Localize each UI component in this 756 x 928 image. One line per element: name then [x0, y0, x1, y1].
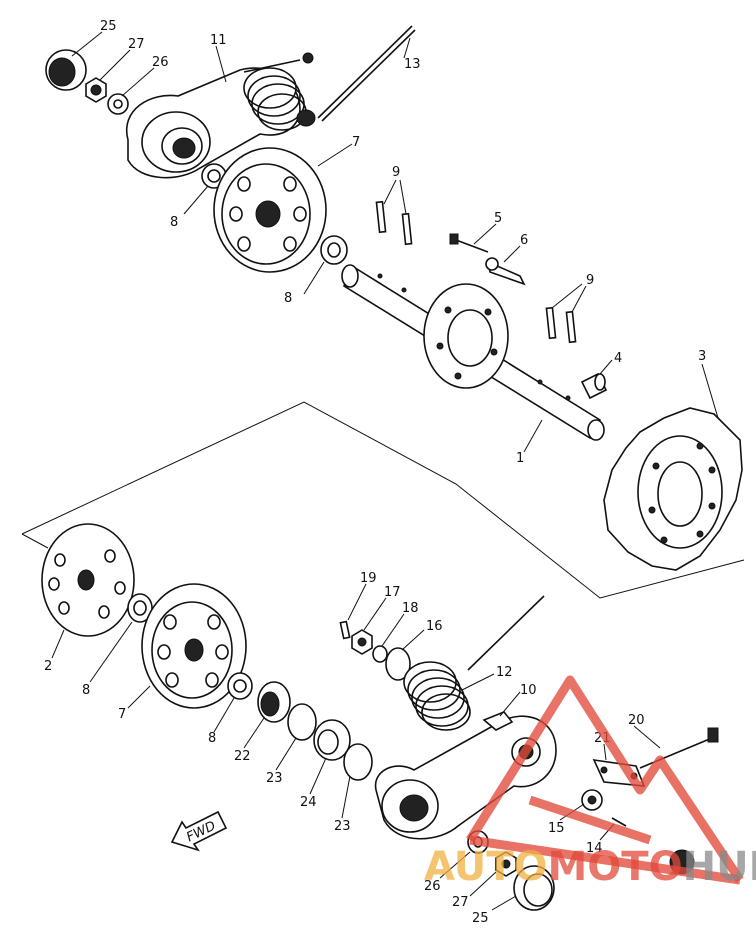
label-13: 13: [404, 57, 421, 72]
part-25-cap-upper: [45, 49, 87, 91]
label-27-lower: 27: [452, 895, 469, 910]
part-14-stud: [611, 817, 627, 827]
label-2: 2: [44, 659, 52, 674]
part-12-spring: [403, 595, 545, 731]
part-8-washer-d: [227, 672, 253, 700]
label-12: 12: [496, 665, 513, 680]
label-5: 5: [494, 211, 502, 226]
label-20: 20: [628, 713, 645, 728]
label-23-a: 23: [266, 771, 283, 786]
label-17: 17: [384, 585, 401, 600]
part-3-sprocket: [603, 407, 743, 571]
watermark-brand-moto: MOTO: [548, 844, 683, 890]
label-23-b: 23: [334, 819, 351, 834]
label-25-upper: 25: [100, 19, 117, 34]
label-26-lower: 26: [424, 879, 441, 894]
label-8-b: 8: [284, 291, 292, 306]
watermark-brand-auto: AUTO: [424, 844, 548, 890]
label-6: 6: [520, 233, 528, 248]
part-19-pin: [339, 620, 351, 640]
part-20-bolt: [639, 727, 719, 769]
part-9-pins-lower: [545, 306, 577, 344]
label-1: 1: [516, 451, 524, 466]
part-22-bearing: [257, 681, 291, 723]
part-26-washer-upper: [107, 93, 129, 115]
label-14: 14: [586, 841, 603, 856]
label-8-d: 8: [208, 731, 216, 746]
part-11-upper-arm: [125, 52, 316, 179]
label-27-upper: 27: [128, 37, 145, 52]
part-5-bolt: [449, 233, 489, 253]
label-22: 22: [234, 749, 251, 764]
label-9-upper: 9: [392, 165, 400, 180]
label-26-upper: 26: [152, 55, 169, 70]
label-7-lower: 7: [118, 707, 126, 722]
part-hub-disc: [423, 283, 509, 389]
part-8-washer-b: [320, 235, 348, 265]
label-9-lower: 9: [586, 273, 594, 288]
label-3: 3: [698, 349, 706, 364]
label-18: 18: [402, 601, 419, 616]
fwd-arrow: FWD: [170, 810, 228, 852]
label-8-a: 8: [170, 215, 178, 230]
part-4-collar: [580, 372, 608, 400]
label-7-upper: 7: [352, 135, 360, 150]
part-7-wheel-lower: [141, 583, 247, 709]
part-6-link: [485, 257, 526, 286]
label-4: 4: [614, 351, 622, 366]
watermark-logo: AUTOMOTOHUB: [424, 675, 756, 890]
part-24-bearing: [313, 719, 351, 761]
watermark-brand-hub: HUB: [683, 844, 756, 890]
label-24: 24: [300, 795, 317, 810]
part-2-plate: [41, 523, 135, 637]
assembly-outline: [21, 401, 745, 599]
part-17-nut: [351, 629, 373, 655]
svg-text:AUTOMOTOHUB: AUTOMOTOHUB: [424, 844, 756, 890]
fwd-label: FWD: [184, 819, 218, 846]
label-25-lower: 25: [472, 911, 489, 926]
part-9-pins-upper: [375, 200, 413, 246]
part-27-nut-lower: [495, 851, 517, 877]
part-15-nut: [581, 789, 603, 811]
part-25-cap-lower: [513, 865, 555, 911]
label-8-c: 8: [82, 683, 90, 698]
part-8-washer-c: [127, 593, 153, 623]
part-18-washer: [372, 645, 388, 663]
part-27-nut-upper: [85, 77, 107, 103]
label-19: 19: [360, 571, 377, 586]
part-23-circlip-b: [343, 743, 373, 781]
part-23-circlip-a: [287, 703, 317, 741]
part-13-rod: [317, 25, 416, 122]
label-15: 15: [548, 821, 565, 836]
part-number-labels: 25 27 26 11 13 7 9 8 5 6 9 8 4 3 1 19 17…: [44, 19, 706, 926]
part-7-wheel-upper: [213, 147, 327, 273]
part-16-ring: [385, 647, 411, 681]
part-10-lower-arm: [374, 711, 557, 840]
label-16: 16: [426, 619, 443, 634]
label-10: 10: [520, 683, 537, 698]
label-11: 11: [210, 33, 227, 48]
